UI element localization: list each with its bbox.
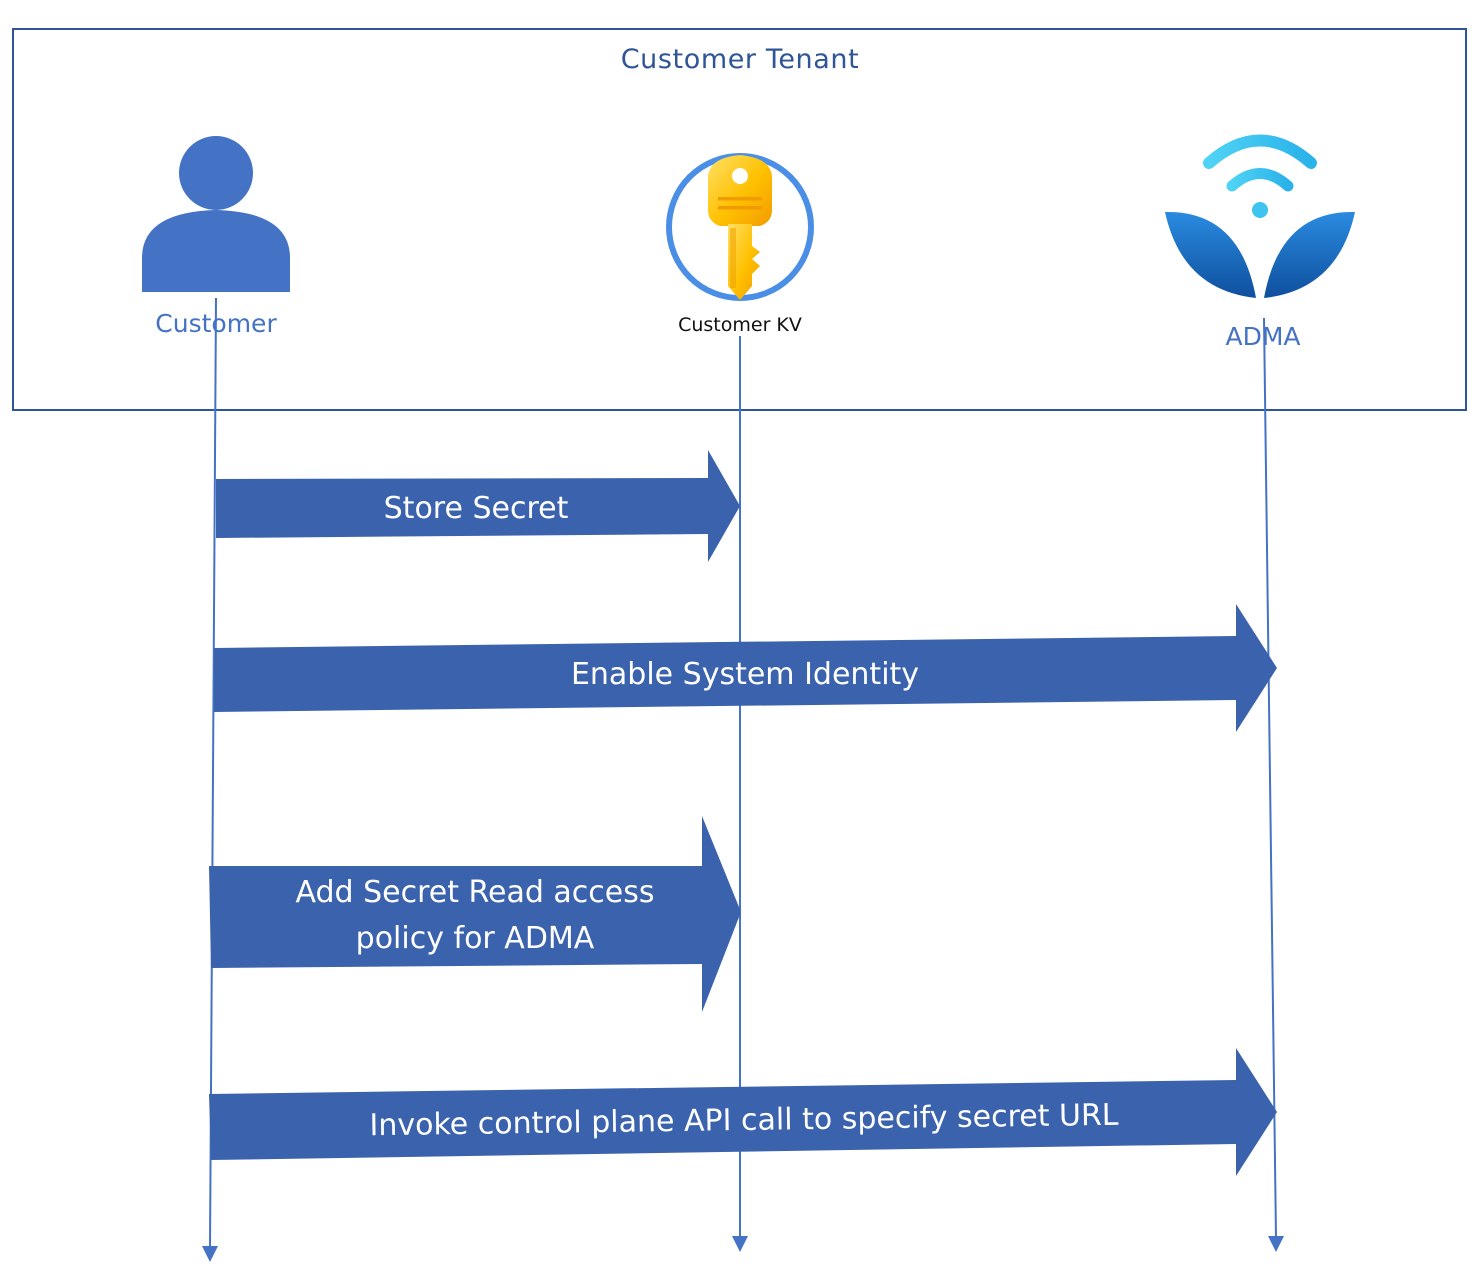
person-icon: [142, 136, 290, 292]
message-arrow-store-secret: Store Secret: [216, 450, 740, 562]
actor-label-adma: ADMA: [1225, 322, 1300, 351]
tenant-title: Customer Tenant: [621, 44, 860, 75]
actor-label-kv: Customer KV: [678, 314, 802, 336]
message-label: Enable System Identity: [571, 657, 919, 692]
adma-leaf-wifi-icon: [1165, 134, 1355, 298]
message-arrow-enable-system-identity: Enable System Identity: [214, 604, 1277, 732]
key-vault-icon: [666, 153, 814, 301]
message-label-line-2: policy for ADMA: [356, 921, 595, 956]
message-label: Store Secret: [384, 491, 569, 526]
message-arrow-add-access-policy: Add Secret Read access policy for ADMA: [209, 816, 741, 1012]
message-arrow-invoke-api: Invoke control plane API call to specify…: [209, 1048, 1277, 1176]
lifeline-customer: [202, 297, 218, 1262]
message-label-line-1: Add Secret Read access: [295, 875, 654, 910]
lifeline-adma: [1263, 317, 1284, 1252]
